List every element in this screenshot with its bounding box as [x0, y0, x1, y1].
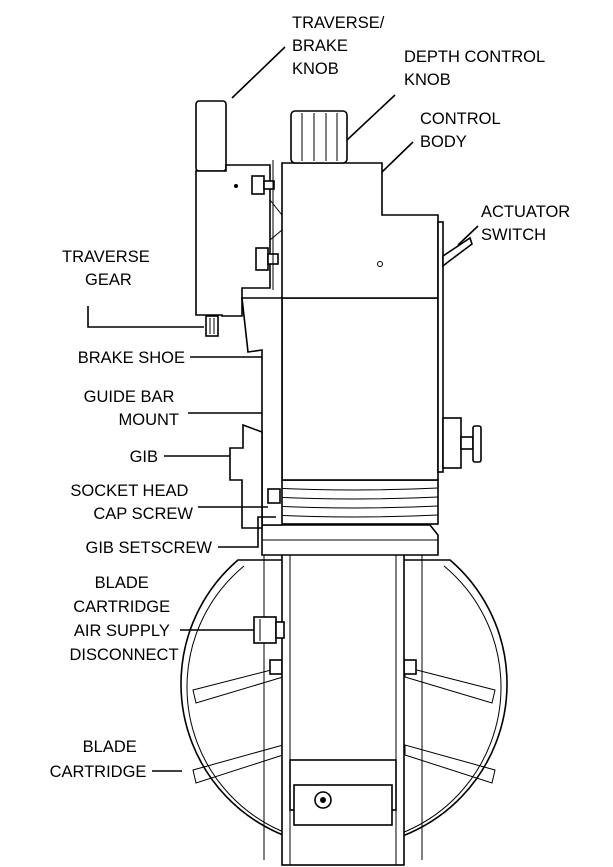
air-fitting-cap: [472, 425, 482, 463]
guide-bar-assembly: [229, 297, 283, 529]
blade-spoke: [404, 744, 496, 784]
air-fitting-neck: [460, 436, 474, 450]
control-body-upper: [281, 162, 439, 299]
gib: [229, 423, 263, 529]
housing-fastener: [251, 175, 265, 195]
leader-control-body: [381, 141, 414, 173]
label-control-body: CONTROL BODY: [420, 110, 505, 151]
blade-spoke: [404, 666, 496, 704]
label-depth-control-knob: DEPTH CONTROL KNOB: [404, 48, 549, 89]
label-traverse-gear: TRAVERSE GEAR: [62, 248, 154, 289]
label-gib: GIB: [130, 448, 158, 466]
air-supply-disconnect: [253, 616, 277, 644]
control-body-lower: [281, 297, 439, 481]
label-guide-bar-mount: GUIDE BAR MOUNT: [84, 388, 179, 429]
leader-gib-setscrew: [218, 516, 276, 548]
cartridge-lower-plate: [293, 784, 393, 826]
label-traverse-brake-knob: TRAVERSE/ BRAKE KNOB: [292, 14, 389, 78]
central-column: [263, 534, 423, 866]
labels: TRAVERSE/ BRAKE KNOB DEPTH CONTROL KNOB …: [50, 14, 575, 781]
body-side-lip: [437, 221, 444, 473]
traverse-brake-knob: [195, 100, 227, 172]
label-blade-cartridge-air-supply-disconnect: BLADE CARTRIDGE AIR SUPPLY DISCONNECT: [69, 574, 178, 664]
label-blade-cartridge: BLADE CARTRIDGE: [50, 738, 147, 781]
body-hole: [377, 261, 383, 267]
traverse-gear: [205, 315, 219, 337]
base-flange: [261, 524, 439, 556]
actuator-switch: [442, 236, 473, 268]
label-gib-setscrew: GIB SETSCREW: [85, 539, 212, 557]
cartridge-tab: [403, 659, 417, 675]
traverse-housing: [195, 164, 271, 317]
actuator-switch-drawing: [442, 236, 473, 268]
depth-control-knob-drawing: [290, 110, 348, 164]
label-actuator-switch: ACTUATOR SWITCH: [481, 203, 575, 244]
traverse-housing-drawing: [195, 100, 283, 337]
leader-actuator-switch: [457, 225, 479, 246]
socket-head-cap-screw: [267, 488, 281, 504]
label-brake-shoe: BRAKE SHOE: [78, 349, 185, 367]
label-socket-head-cap-screw: SOCKET HEAD CAP SCREW: [70, 482, 193, 523]
cartridge-tab: [269, 659, 283, 675]
air-fitting-base: [442, 417, 462, 469]
depth-control-knob: [290, 110, 348, 164]
housing-fastener: [255, 247, 269, 271]
bellows: [271, 479, 439, 525]
leader-traverse-brake-knob: [231, 46, 286, 99]
leader-lines: [87, 46, 479, 772]
leader-depth-control-knob: [346, 94, 396, 141]
leader-traverse-gear: [87, 306, 204, 328]
control-body-drawing: [281, 162, 444, 481]
air-fitting-drawing: [442, 417, 482, 469]
